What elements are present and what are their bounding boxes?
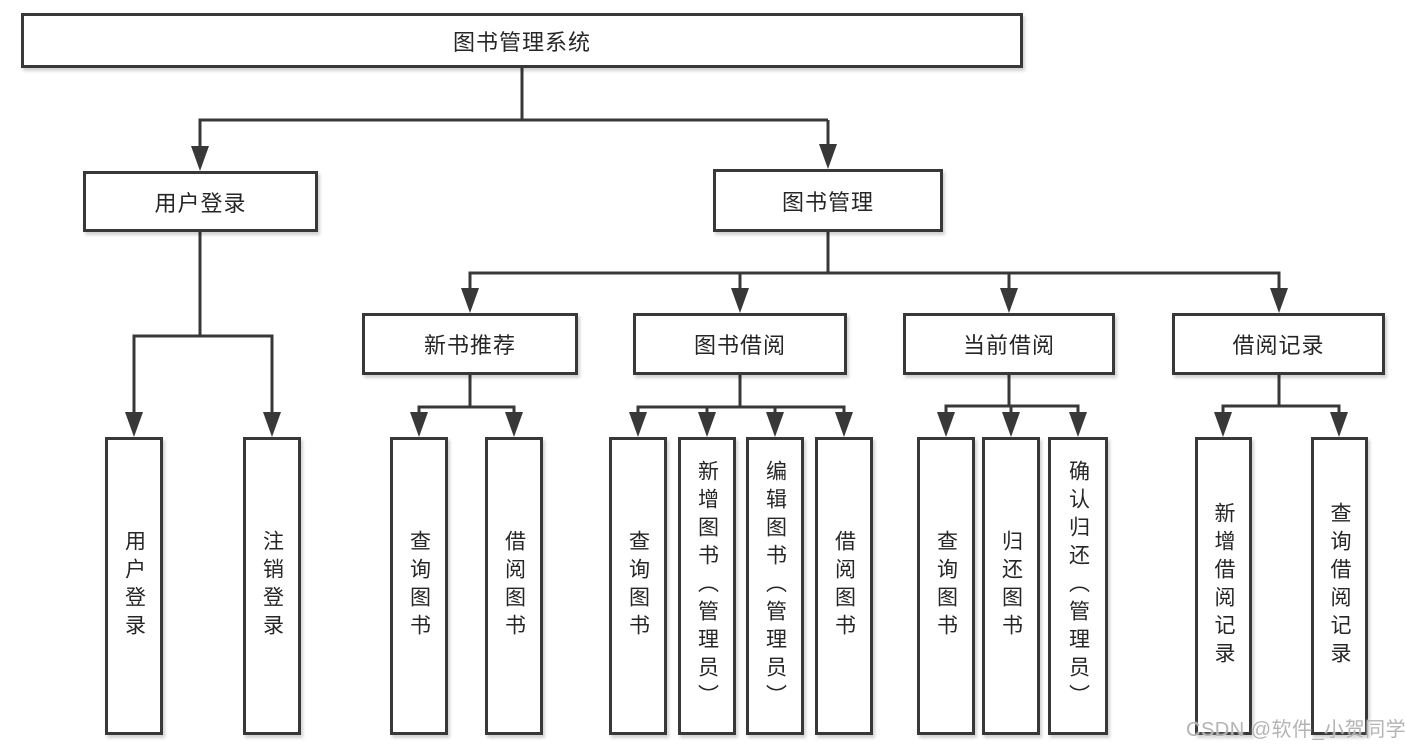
leaf-return-book: 归还图书 bbox=[982, 437, 1040, 735]
arrowheads bbox=[125, 144, 1348, 437]
node-borrow-record: 借阅记录 bbox=[1172, 313, 1385, 375]
leaf-query-book-current: 查询图书 bbox=[917, 437, 975, 735]
leaf-add-borrow-record: 新增借阅记录 bbox=[1195, 437, 1252, 735]
leaf-add-book-admin: 新增图书（管理员） bbox=[678, 437, 736, 735]
leaf-user-login: 用户登录 bbox=[105, 437, 163, 735]
node-current-borrow: 当前借阅 bbox=[903, 313, 1115, 375]
leaf-borrow-book-recommend: 借阅图书 bbox=[485, 437, 543, 735]
node-new-book-recommend: 新书推荐 bbox=[362, 313, 578, 375]
node-user-login: 用户登录 bbox=[83, 171, 318, 232]
node-book-management: 图书管理 bbox=[713, 169, 943, 232]
leaf-logout: 注销登录 bbox=[243, 437, 301, 735]
csdn-watermark: CSDN @软件_小贺同学 bbox=[1186, 719, 1405, 741]
node-book-borrow: 图书借阅 bbox=[633, 313, 847, 375]
leaf-confirm-return-admin: 确认归还（管理员） bbox=[1048, 437, 1108, 735]
node-library-management-system: 图书管理系统 bbox=[21, 13, 1023, 68]
leaf-query-book-recommend: 查询图书 bbox=[390, 437, 448, 735]
leaf-query-book-borrow: 查询图书 bbox=[609, 437, 667, 735]
leaf-borrow-book: 借阅图书 bbox=[815, 437, 873, 735]
leaf-edit-book-admin: 编辑图书（管理员） bbox=[746, 437, 804, 735]
leaf-query-borrow-record: 查询借阅记录 bbox=[1311, 437, 1368, 735]
